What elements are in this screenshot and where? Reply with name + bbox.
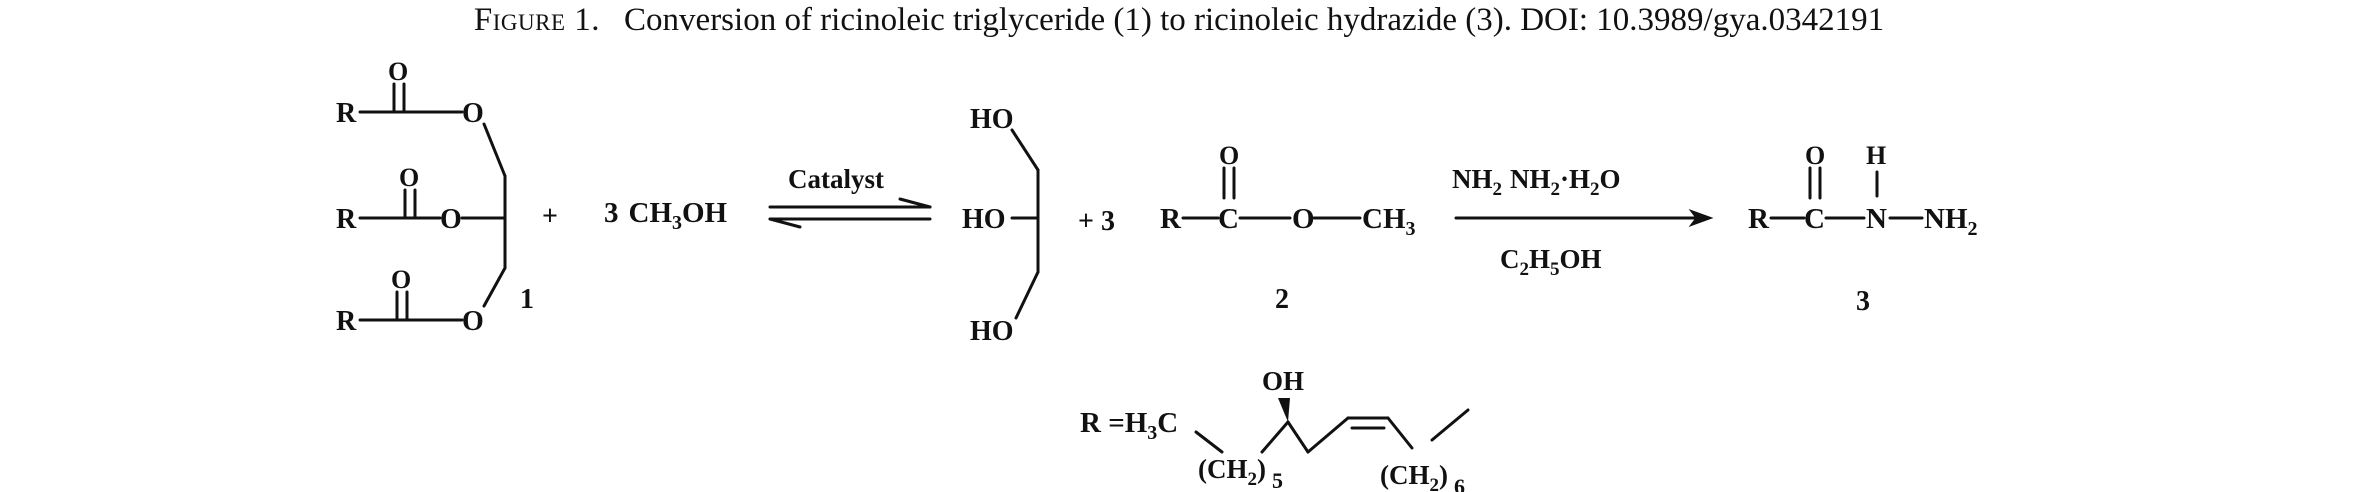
ester-oxygen: O — [1292, 203, 1315, 235]
ester-r: R — [1160, 203, 1182, 235]
ester-carbonyl-o: O — [1219, 141, 1239, 170]
r-ch2-b: (CH — [1380, 460, 1430, 490]
r-group-definition: R =H3C OH (CH2)5 (CH2)6 — [1080, 366, 1470, 492]
ester-carbon: C — [1218, 203, 1239, 235]
compound-number-1: 1 — [520, 284, 534, 315]
plus-three: + 3 — [1078, 206, 1115, 237]
stereo-wedge — [1278, 398, 1290, 422]
bond — [1010, 128, 1040, 172]
solvent-sub-2: 5 — [1550, 259, 1560, 280]
triglyceride-o-bottom: O — [391, 265, 411, 294]
forward-arrow-head — [898, 197, 932, 209]
svg-text:C2H5OH: C2H5OH — [1500, 244, 1602, 280]
svg-text:(CH2)5: (CH2)5 — [1198, 454, 1283, 492]
r-ch2-a: (CH — [1198, 454, 1248, 484]
equilibrium-arrow: Catalyst — [768, 164, 932, 229]
triglyceride-r-middle: R — [336, 204, 357, 235]
r-h3-subscript: 3 — [1147, 422, 1157, 444]
triglyceride-r-bottom: R — [336, 306, 357, 337]
compound-number-2: 2 — [1275, 284, 1289, 315]
r-hydroxyl: OH — [1262, 366, 1304, 396]
reagent-h2o: ·H — [1560, 164, 1590, 194]
bond — [482, 122, 507, 178]
solvent-sub-1: 2 — [1520, 259, 1530, 280]
compound-number-3: 3 — [1856, 286, 1870, 317]
figure-caption: Figure 1. Conversion of ricinoleic trigly… — [0, 0, 2358, 44]
r-ch2-b-sub: 2 — [1430, 475, 1440, 492]
hydrazide-nh2: NH — [1924, 203, 1968, 235]
triglyceride-structure: R O O R O O R O O 1 — [336, 57, 534, 337]
bond — [1386, 416, 1414, 450]
r-ch2-a-close: ) — [1257, 454, 1266, 484]
triglyceride-oester-middle: O — [440, 204, 462, 235]
bond — [482, 266, 507, 308]
hydrazide-r: R — [1748, 203, 1770, 235]
bond — [1430, 408, 1470, 442]
reagent-sub-1: 2 — [1493, 179, 1503, 200]
figure-label: Figure 1. — [473, 2, 601, 38]
triglyceride-oester-top: O — [462, 98, 484, 129]
reagent-nh: NH — [1452, 164, 1493, 194]
triglyceride-o-middle: O — [399, 163, 419, 192]
bond — [1014, 270, 1040, 320]
methanol-coefficient: 3 — [604, 197, 619, 229]
triglyceride-o-top: O — [388, 57, 408, 86]
methanol-subscript: 3 — [672, 212, 682, 234]
triglyceride-r-top: R — [336, 98, 357, 129]
svg-text:R =H3C: R =H3C — [1080, 407, 1178, 444]
hydrazide-carbonyl-o: O — [1805, 141, 1825, 170]
reagent-sub-2: 2 — [1551, 179, 1561, 200]
ester-methyl-subscript: 3 — [1406, 218, 1416, 240]
hydrazide-nitrogen: N — [1866, 203, 1887, 235]
hydrazide-nh2-subscript: 2 — [1968, 218, 1978, 240]
plus-sign: + — [542, 201, 558, 232]
r-prefix: R =H — [1080, 407, 1148, 439]
catalyst-label: Catalyst — [788, 164, 884, 194]
glycerol-ho-bottom: HO — [970, 316, 1014, 347]
hydrazide-structure: R C O N H NH2 3 — [1748, 141, 1978, 317]
solvent-c: C — [1500, 244, 1520, 274]
figure-caption-text: Conversion of ricinoleic triglyceride (1… — [624, 2, 1885, 38]
r-ch2-b-count: 6 — [1454, 474, 1465, 492]
r-ch2-a-count: 5 — [1272, 468, 1283, 492]
glycerol-structure: HO HO HO — [962, 104, 1040, 347]
bond — [1194, 430, 1224, 454]
ester-methyl: CH — [1362, 203, 1406, 235]
solvent-h: H — [1529, 244, 1550, 274]
svg-text:CH3: CH3 — [1362, 203, 1416, 240]
r-ch2-b-close: ) — [1439, 460, 1448, 490]
svg-text:NH2: NH2 — [1924, 203, 1978, 240]
reagent-nh-2: NH — [1510, 164, 1551, 194]
svg-text:(CH2)6: (CH2) 6 — [1380, 460, 1465, 492]
bond — [1306, 416, 1350, 454]
r-ch2-a-sub: 2 — [1248, 469, 1258, 490]
reverse-arrow-head — [768, 217, 802, 229]
bond — [1260, 420, 1290, 454]
reagent-sub-3: 2 — [1590, 179, 1600, 200]
reaction-arrow-head — [1688, 208, 1714, 228]
triglyceride-oester-bottom: O — [462, 306, 484, 337]
methanol-tail: OH — [682, 197, 728, 229]
glycerol-ho-top: HO — [970, 104, 1014, 135]
reagent-o: O — [1600, 164, 1621, 194]
methyl-ester-structure: R C O O CH3 2 — [1160, 141, 1416, 315]
hydrazide-hydrogen: H — [1866, 141, 1886, 170]
hydrazide-carbon: C — [1804, 203, 1825, 235]
methanol-formula: CH — [629, 197, 673, 229]
glycerol-ho-middle: HO — [962, 204, 1006, 235]
solvent-oh: OH — [1560, 244, 1602, 274]
bond — [1286, 420, 1310, 454]
r-carbon: C — [1157, 407, 1178, 439]
